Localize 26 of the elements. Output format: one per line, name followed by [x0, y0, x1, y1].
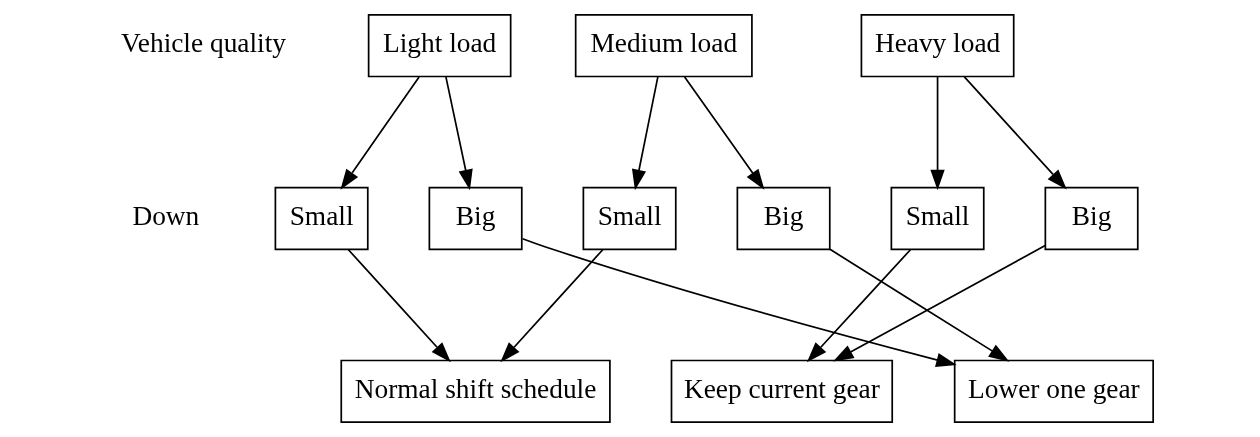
- node-box: Small: [274, 186, 369, 251]
- node-box: Medium load: [574, 14, 753, 78]
- node-box: Normal shift schedule: [340, 359, 611, 423]
- node-box: Heavy load: [860, 14, 1015, 78]
- arrow: [833, 244, 1047, 362]
- node-box: Light load: [367, 14, 512, 78]
- node-box: Big: [428, 186, 523, 251]
- node-box: Lower one gear: [953, 359, 1154, 423]
- node-box: Small: [582, 186, 677, 251]
- arrow: [521, 237, 957, 367]
- node-box: Keep current gear: [670, 359, 894, 423]
- arrow: [631, 76, 659, 191]
- label: Down: [132, 201, 200, 231]
- arrow: [340, 76, 420, 190]
- arrow: [930, 76, 945, 191]
- node-box: Big: [1044, 186, 1139, 251]
- arrow: [445, 76, 473, 191]
- arrow: [683, 76, 765, 190]
- arrow: [829, 248, 1010, 362]
- arrow: [347, 248, 451, 363]
- arrow: [500, 248, 604, 363]
- node-box: Big: [736, 186, 831, 251]
- arrow: [963, 76, 1067, 190]
- label: Vehicle quality: [121, 28, 286, 59]
- arrow: [806, 248, 912, 363]
- node-box: Small: [890, 186, 985, 251]
